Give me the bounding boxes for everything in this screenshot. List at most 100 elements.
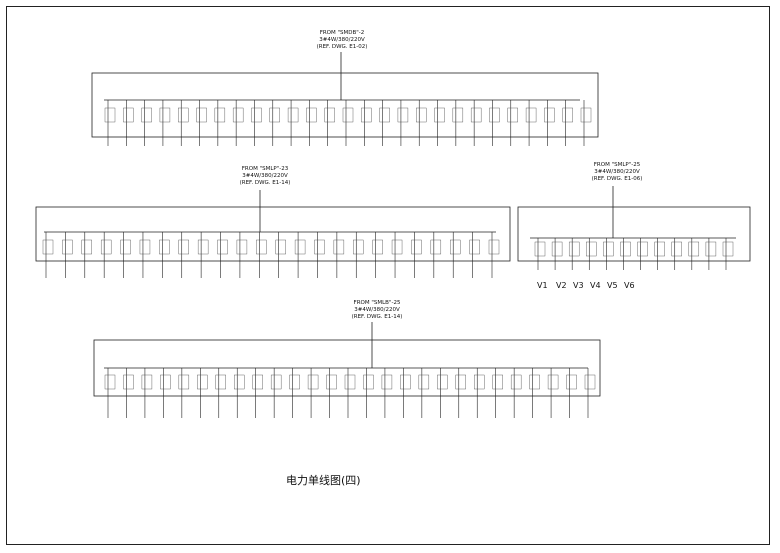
panel-1-circuit-10-breaker	[269, 107, 280, 123]
panel-4-circuit-15-breaker	[363, 374, 374, 390]
panel-1-circuit-13-breaker	[324, 107, 335, 123]
panel-4-circuit-2-breaker	[123, 374, 134, 390]
panel-4-circuit-11-breaker	[289, 374, 300, 390]
panel-1-ref: (REF. DWG. E1-02)	[316, 44, 368, 50]
panel-2-circuit-19-breaker	[391, 239, 403, 255]
panel-4-ref: (REF. DWG. E1-14)	[351, 314, 403, 320]
panel-4-circuit-5-breaker	[178, 374, 190, 390]
panel-2-circuit-13-breaker	[275, 239, 286, 255]
panel-3-enclosure	[517, 206, 751, 262]
panel-4-circuit-12-breaker	[307, 374, 319, 390]
panel-3-circuit-10-breaker	[688, 241, 700, 257]
panel-3-from: FROM "SMLP"-25	[593, 162, 641, 168]
panel-2	[35, 190, 511, 278]
panel-2-feeder: FROM "SMLP"-23 3#4W/380/220V (REF. DWG. …	[232, 166, 298, 187]
panel-1-circuit-2-breaker	[123, 107, 134, 123]
panel-4-circuit-26-breaker	[566, 374, 577, 390]
panel-2-circuit-15-breaker	[314, 239, 325, 255]
panel-2-circuit-24-breaker	[488, 239, 500, 255]
panel-3-feeder: FROM "SMLP"-25 3#4W/380/220V (REF. DWG. …	[586, 162, 648, 183]
panel-1-circuit-5-breaker	[178, 107, 189, 123]
panel-4-from: FROM "SMLB"-25	[353, 300, 401, 306]
panel-3-load-label: V6	[624, 281, 635, 290]
panel-3	[517, 186, 751, 270]
panel-1-circuit-8-breaker	[232, 107, 244, 123]
panel-4-circuit-17-breaker	[400, 374, 411, 390]
panel-1-circuit-18-breaker	[416, 107, 427, 123]
panel-2-circuit-17-breaker	[353, 239, 364, 255]
panel-1	[91, 52, 599, 146]
panel-3-load-label: V1	[537, 281, 548, 290]
panel-4-circuit-20-breaker	[455, 374, 466, 390]
panel-2-circuit-22-breaker	[450, 239, 461, 255]
panel-2-from: FROM "SMLP"-23	[241, 166, 289, 172]
panel-3-circuit-3-breaker	[568, 241, 580, 257]
panel-2-circuit-21-breaker	[430, 239, 442, 255]
panel-3-circuit-7-breaker	[637, 241, 648, 257]
panel-1-circuit-25-breaker	[544, 107, 555, 123]
panel-3-load-label: V2	[556, 281, 567, 290]
panel-1-circuit-17-breaker	[397, 107, 409, 123]
panel-2-circuit-11-breaker	[236, 239, 248, 255]
panel-1-circuit-20-breaker	[452, 107, 464, 123]
panel-4-circuit-21-breaker	[474, 374, 485, 390]
panel-2-circuit-16-breaker	[333, 239, 345, 255]
panel-2-volts: 3#4W/380/220V	[242, 173, 288, 179]
panel-1-enclosure	[91, 72, 599, 138]
panel-1-circuit-27-breaker	[580, 107, 592, 123]
drawing-frame	[6, 6, 770, 545]
panel-1-circuit-1-breaker	[104, 107, 116, 123]
panel-2-circuit-4-breaker	[100, 239, 112, 255]
panel-4-circuit-24-breaker	[529, 374, 540, 390]
panel-3-circuit-2-breaker	[551, 241, 563, 257]
panel-1-from: FROM "SMDB"-2	[319, 30, 365, 36]
panel-3-circuit-5-breaker	[603, 241, 614, 257]
panel-1-circuit-21-breaker	[470, 107, 482, 123]
panel-1-circuit-3-breaker	[141, 107, 152, 123]
panel-2-circuit-18-breaker	[372, 239, 383, 255]
panel-2-circuit-5-breaker	[120, 239, 131, 255]
panel-4-circuit-4-breaker	[160, 374, 171, 390]
panel-2-circuit-10-breaker	[217, 239, 228, 255]
panel-4-circuit-25-breaker	[547, 374, 559, 390]
panel-1-circuit-9-breaker	[251, 107, 262, 123]
panel-2-circuit-3-breaker	[81, 239, 92, 255]
panel-3-circuit-8-breaker	[654, 241, 665, 257]
panel-1-circuit-4-breaker	[159, 107, 171, 123]
panel-4	[93, 322, 601, 418]
panel-2-circuit-8-breaker	[178, 239, 189, 255]
panel-4-circuit-23-breaker	[510, 374, 522, 390]
panel-3-circuit-12-breaker	[722, 241, 734, 257]
panel-2-circuit-12-breaker	[256, 239, 267, 255]
panel-1-circuit-22-breaker	[489, 107, 500, 123]
panel-4-circuit-9-breaker	[252, 374, 263, 390]
panel-3-load-label: V4	[590, 281, 601, 290]
panel-4-circuit-8-breaker	[234, 374, 245, 390]
panel-4-circuit-7-breaker	[215, 374, 226, 390]
panel-1-circuit-26-breaker	[562, 107, 573, 123]
panel-1-circuit-15-breaker	[361, 107, 372, 123]
panel-1-circuit-6-breaker	[196, 107, 207, 123]
panel-1-circuit-24-breaker	[525, 107, 537, 123]
panel-2-circuit-1-breaker	[42, 239, 54, 255]
panel-4-circuit-3-breaker	[141, 374, 153, 390]
panel-4-enclosure	[93, 339, 601, 397]
panel-4-circuit-1-breaker	[104, 374, 116, 390]
panel-4-volts: 3#4W/380/220V	[354, 307, 400, 313]
panel-4-circuit-27-breaker	[584, 374, 596, 390]
panel-3-volts: 3#4W/380/220V	[594, 169, 640, 175]
panel-3-circuit-4-breaker	[586, 241, 597, 257]
panel-1-circuit-14-breaker	[342, 107, 354, 123]
panel-4-circuit-16-breaker	[381, 374, 393, 390]
panel-3-ref: (REF. DWG. E1-06)	[591, 176, 643, 182]
panel-1-feeder: FROM "SMDB"-2 3#4W/380/220V (REF. DWG. E…	[312, 30, 372, 51]
panel-2-circuit-14-breaker	[294, 239, 306, 255]
panel-2-enclosure	[35, 206, 511, 262]
panel-2-circuit-20-breaker	[411, 239, 422, 255]
panel-1-circuit-23-breaker	[507, 107, 518, 123]
panel-1-circuit-19-breaker	[434, 107, 445, 123]
drawing-title: 电力单线图(四)	[286, 474, 361, 487]
panel-3-circuit-9-breaker	[671, 241, 682, 257]
